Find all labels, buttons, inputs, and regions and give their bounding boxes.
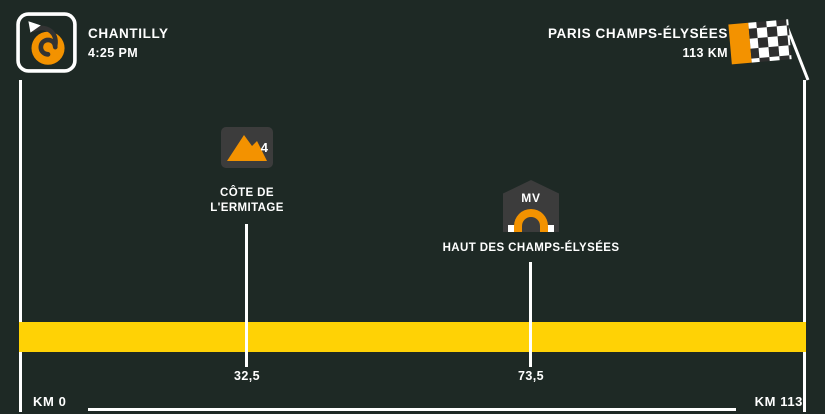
start-marker-line — [19, 80, 22, 412]
climb-marker-line — [245, 224, 248, 352]
mv-arch-icon: MV — [503, 180, 559, 232]
climb-name-line2: L'ERMITAGE — [210, 202, 284, 214]
km-total-label: KM 113 — [754, 394, 803, 409]
climb-category-icon: 4 — [221, 127, 273, 168]
climb-name-label: CÔTE DE L'ERMITAGE — [167, 186, 327, 216]
climb-km-label: 32,5 — [234, 369, 260, 383]
arch-shape — [514, 209, 548, 232]
finish-distance-label: 113 KM — [682, 46, 728, 60]
mountain-icon — [227, 135, 267, 161]
finish-marker-line — [803, 80, 806, 412]
distance-axis-line — [88, 408, 736, 411]
start-town-label: CHANTILLY — [88, 26, 169, 41]
checkered-flag-icon — [728, 18, 813, 89]
climb-category-number: 4 — [260, 140, 268, 155]
sprint-name-label: HAUT DES CHAMPS-ÉLYSÉES — [442, 242, 620, 254]
finish-town-label: PARIS CHAMPS-ÉLYSÉES — [547, 26, 728, 41]
sprint-km-label: 73,5 — [518, 369, 544, 383]
mv-badge-label: MV — [521, 191, 541, 205]
climb-axis-tick — [245, 352, 248, 367]
sprint-axis-tick — [529, 352, 532, 367]
route-band — [19, 322, 806, 352]
sprint-marker-line — [529, 262, 532, 352]
km-zero-label: KM 0 — [33, 394, 67, 409]
route-start-icon — [16, 12, 78, 79]
start-detail-label: 4:25 PM — [88, 46, 139, 60]
climb-name-line1: CÔTE DE — [220, 187, 274, 199]
